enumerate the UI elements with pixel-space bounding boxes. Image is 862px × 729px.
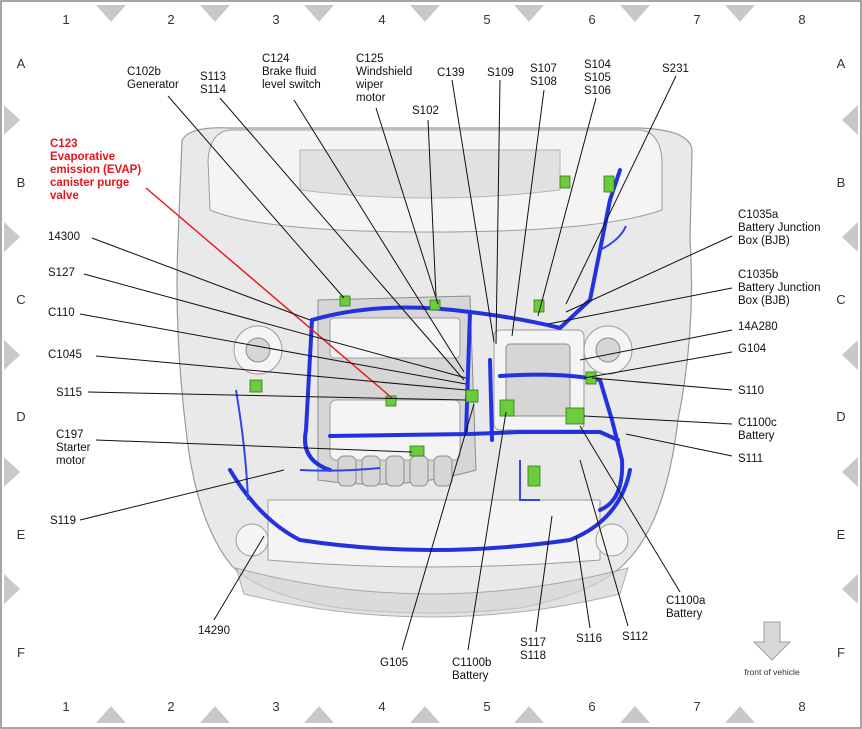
grid-col-4: 4	[378, 12, 385, 27]
grid-row-labels-left: A B C D E F	[16, 56, 25, 660]
left-headlamp-well	[235, 523, 269, 557]
label-s111: S111	[738, 453, 763, 465]
grid-row-c-right: C	[836, 292, 845, 307]
label-c123: C123 Evaporative emission (EVAP) caniste…	[50, 138, 144, 202]
label-s112: S112	[622, 631, 648, 643]
label-c110: C110	[48, 307, 75, 319]
label-s110: S110	[738, 385, 764, 397]
label-s102: S102	[412, 105, 439, 117]
grid-col-2-bottom: 2	[167, 699, 174, 714]
label-c1045: C1045	[48, 349, 82, 361]
connector-c123	[385, 395, 397, 407]
label-s127: S127	[48, 267, 75, 279]
grid-row-d-right: D	[836, 409, 845, 424]
label-g105: G105	[380, 657, 408, 669]
grid-row-e-right: E	[837, 527, 846, 542]
grid-row-f-right: F	[837, 645, 845, 660]
grid-col-5-bottom: 5	[483, 699, 490, 714]
label-s107-s108: S107 S108	[530, 63, 560, 88]
grid-col-1-bottom: 1	[62, 699, 69, 714]
front-bumper	[235, 567, 629, 618]
connector-g105	[465, 389, 479, 403]
battery	[505, 343, 571, 417]
label-g104: G104	[738, 343, 767, 355]
connector-c197	[409, 445, 425, 457]
grid-col-4-bottom: 4	[378, 699, 385, 714]
label-c1100a: C1100a Battery	[666, 595, 709, 620]
grid-boundary-markers	[4, 5, 858, 723]
grid-col-7: 7	[693, 12, 700, 27]
connector-s231	[603, 175, 615, 193]
connector-c1100b	[499, 399, 515, 417]
label-s117-s118: S117 S118	[520, 637, 549, 662]
grid-column-labels-bottom: 1 2 3 4 5 6 7 8	[62, 699, 805, 714]
label-s119: S119	[50, 515, 76, 527]
connector-c125	[429, 299, 441, 311]
grid-col-6-bottom: 6	[588, 699, 595, 714]
label-14300: 14300	[48, 231, 80, 243]
label-s231: S231	[662, 63, 689, 75]
grid-col-3: 3	[272, 12, 279, 27]
label-c197: C197 Starter motor	[56, 429, 94, 467]
front-of-vehicle-indicator: front of vehicle	[744, 621, 800, 677]
label-c1100c: C1100c Battery	[738, 417, 780, 442]
label-c1100b: C1100b Battery	[452, 657, 495, 682]
grid-row-d: D	[16, 409, 25, 424]
front-of-vehicle-label: front of vehicle	[744, 667, 800, 677]
label-s113-s114: S113 S114	[200, 71, 229, 96]
leader-lines	[79, 75, 733, 651]
grid-col-7-bottom: 7	[693, 699, 700, 714]
intake-manifold	[329, 317, 461, 359]
connector-c1100c	[565, 407, 585, 425]
grid-col-2: 2	[167, 12, 174, 27]
radiator-support	[267, 499, 601, 568]
connector-s104	[559, 175, 571, 189]
grid-col-5: 5	[483, 12, 490, 27]
grid-row-c: C	[16, 292, 25, 307]
label-c102b: C102b Generator	[127, 66, 179, 91]
right-strut-top	[595, 337, 621, 363]
label-c125: C125 Windshield wiper motor	[355, 53, 415, 104]
connectors	[249, 175, 615, 487]
label-s115: S115	[56, 387, 82, 399]
grid-row-b-right: B	[837, 175, 846, 190]
grid-col-8: 8	[798, 12, 805, 27]
label-c139: C139	[437, 67, 465, 79]
grid-row-a-right: A	[837, 56, 846, 71]
connector-c1035b	[533, 299, 545, 313]
label-14290: 14290	[198, 625, 230, 637]
grid-col-8-bottom: 8	[798, 699, 805, 714]
engine-bay-illustration	[176, 127, 693, 618]
grid-row-f: F	[17, 645, 25, 660]
down-arrow-icon	[752, 621, 792, 661]
connector-c102b	[339, 295, 351, 307]
grid-col-6: 6	[588, 12, 595, 27]
label-s104-s106: S104 S105 S106	[584, 59, 614, 97]
label-s109: S109	[487, 67, 514, 79]
wiring-harness	[228, 168, 632, 552]
grid-col-3-bottom: 3	[272, 699, 279, 714]
grid-row-labels-right: A B C D E F	[836, 56, 845, 660]
callout-labels: C102b Generator S113 S114 C124 Brake flu…	[48, 53, 824, 682]
grid-row-a: A	[17, 56, 26, 71]
grid-col-1: 1	[62, 12, 69, 27]
left-strut-top	[245, 337, 271, 363]
label-c124: C124 Brake fluid level switch	[262, 53, 321, 91]
grid-column-labels-top: 1 2 3 4 5 6 7 8	[62, 12, 805, 27]
label-s116: S116	[576, 633, 602, 645]
connector-c1045	[249, 379, 263, 393]
intake-runners	[337, 455, 453, 487]
grid-row-e: E	[17, 527, 26, 542]
label-c1035a: C1035a Battery Junction Box (BJB)	[738, 209, 824, 247]
label-14a280: 14A280	[738, 321, 778, 333]
grid-row-b: B	[17, 175, 26, 190]
connector-s117	[527, 465, 541, 487]
right-headlamp-well	[595, 523, 629, 557]
label-c1035b: C1035b Battery Junction Box (BJB)	[738, 269, 824, 307]
